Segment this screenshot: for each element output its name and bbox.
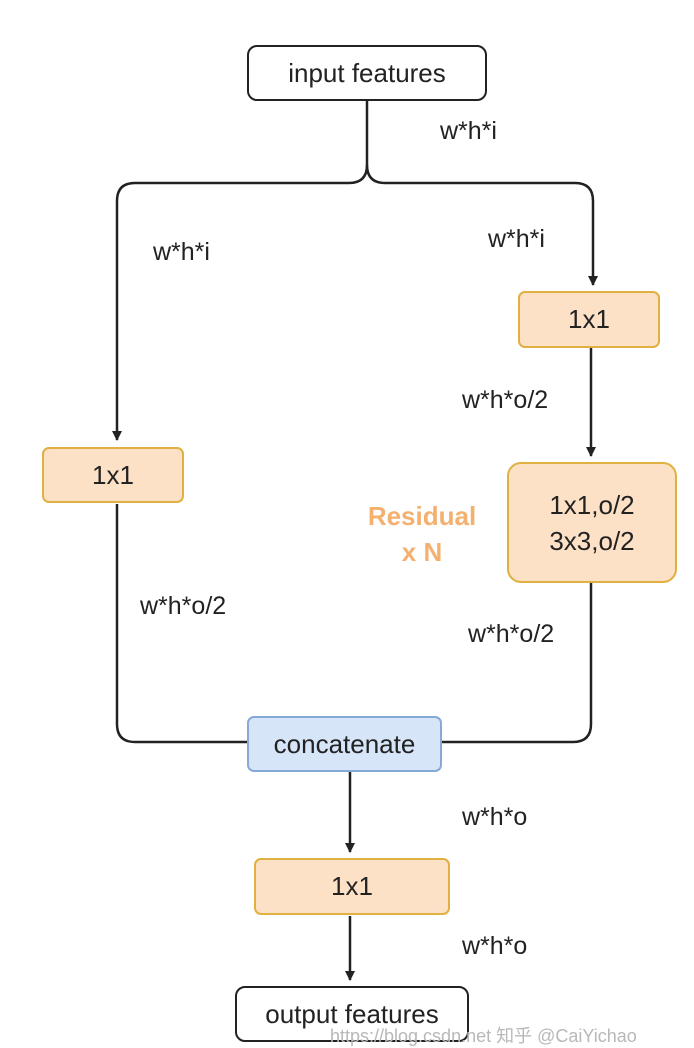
edge-label-right-branch-in: w*h*i	[488, 225, 545, 253]
residual-repeat-label: Residual x N	[348, 498, 496, 570]
residual-block-line1: 1x1,o/2	[549, 489, 635, 520]
edge-left-conv-concat	[115, 504, 247, 744]
residual-block-node: 1x1,o/2 3x3,o/2	[507, 462, 677, 583]
edge-label-concat-out: w*h*o	[462, 803, 528, 831]
right-conv-1x1-node: 1x1	[518, 291, 660, 348]
edge-label-input-out: w*h*i	[440, 117, 497, 145]
edge-label-right-conv-out: w*h*o/2	[462, 386, 549, 414]
edge-label-final-out: w*h*o	[462, 932, 528, 960]
edge-residual-concat	[442, 583, 593, 744]
output-features-node: output features	[235, 986, 469, 1042]
final-conv-1x1-node: 1x1	[254, 858, 450, 915]
concatenate-node: concatenate	[247, 716, 442, 772]
residual-label-line2: x N	[401, 537, 443, 567]
edge-label-left-branch-in: w*h*i	[153, 238, 210, 266]
input-features-node: input features	[247, 45, 487, 101]
edge-label-left-conv-out: w*h*o/2	[140, 592, 227, 620]
edge-input-split	[112, 100, 369, 441]
left-conv-1x1-node: 1x1	[42, 447, 184, 503]
edge-label-residual-out: w*h*o/2	[468, 620, 555, 648]
edge-input-right	[365, 164, 598, 286]
residual-block-line2: 3x3,o/2	[549, 525, 635, 556]
residual-label-line1: Residual	[367, 501, 477, 531]
watermark: https://blog.csdn.net 知乎 @CaiYichao	[330, 1026, 637, 1046]
